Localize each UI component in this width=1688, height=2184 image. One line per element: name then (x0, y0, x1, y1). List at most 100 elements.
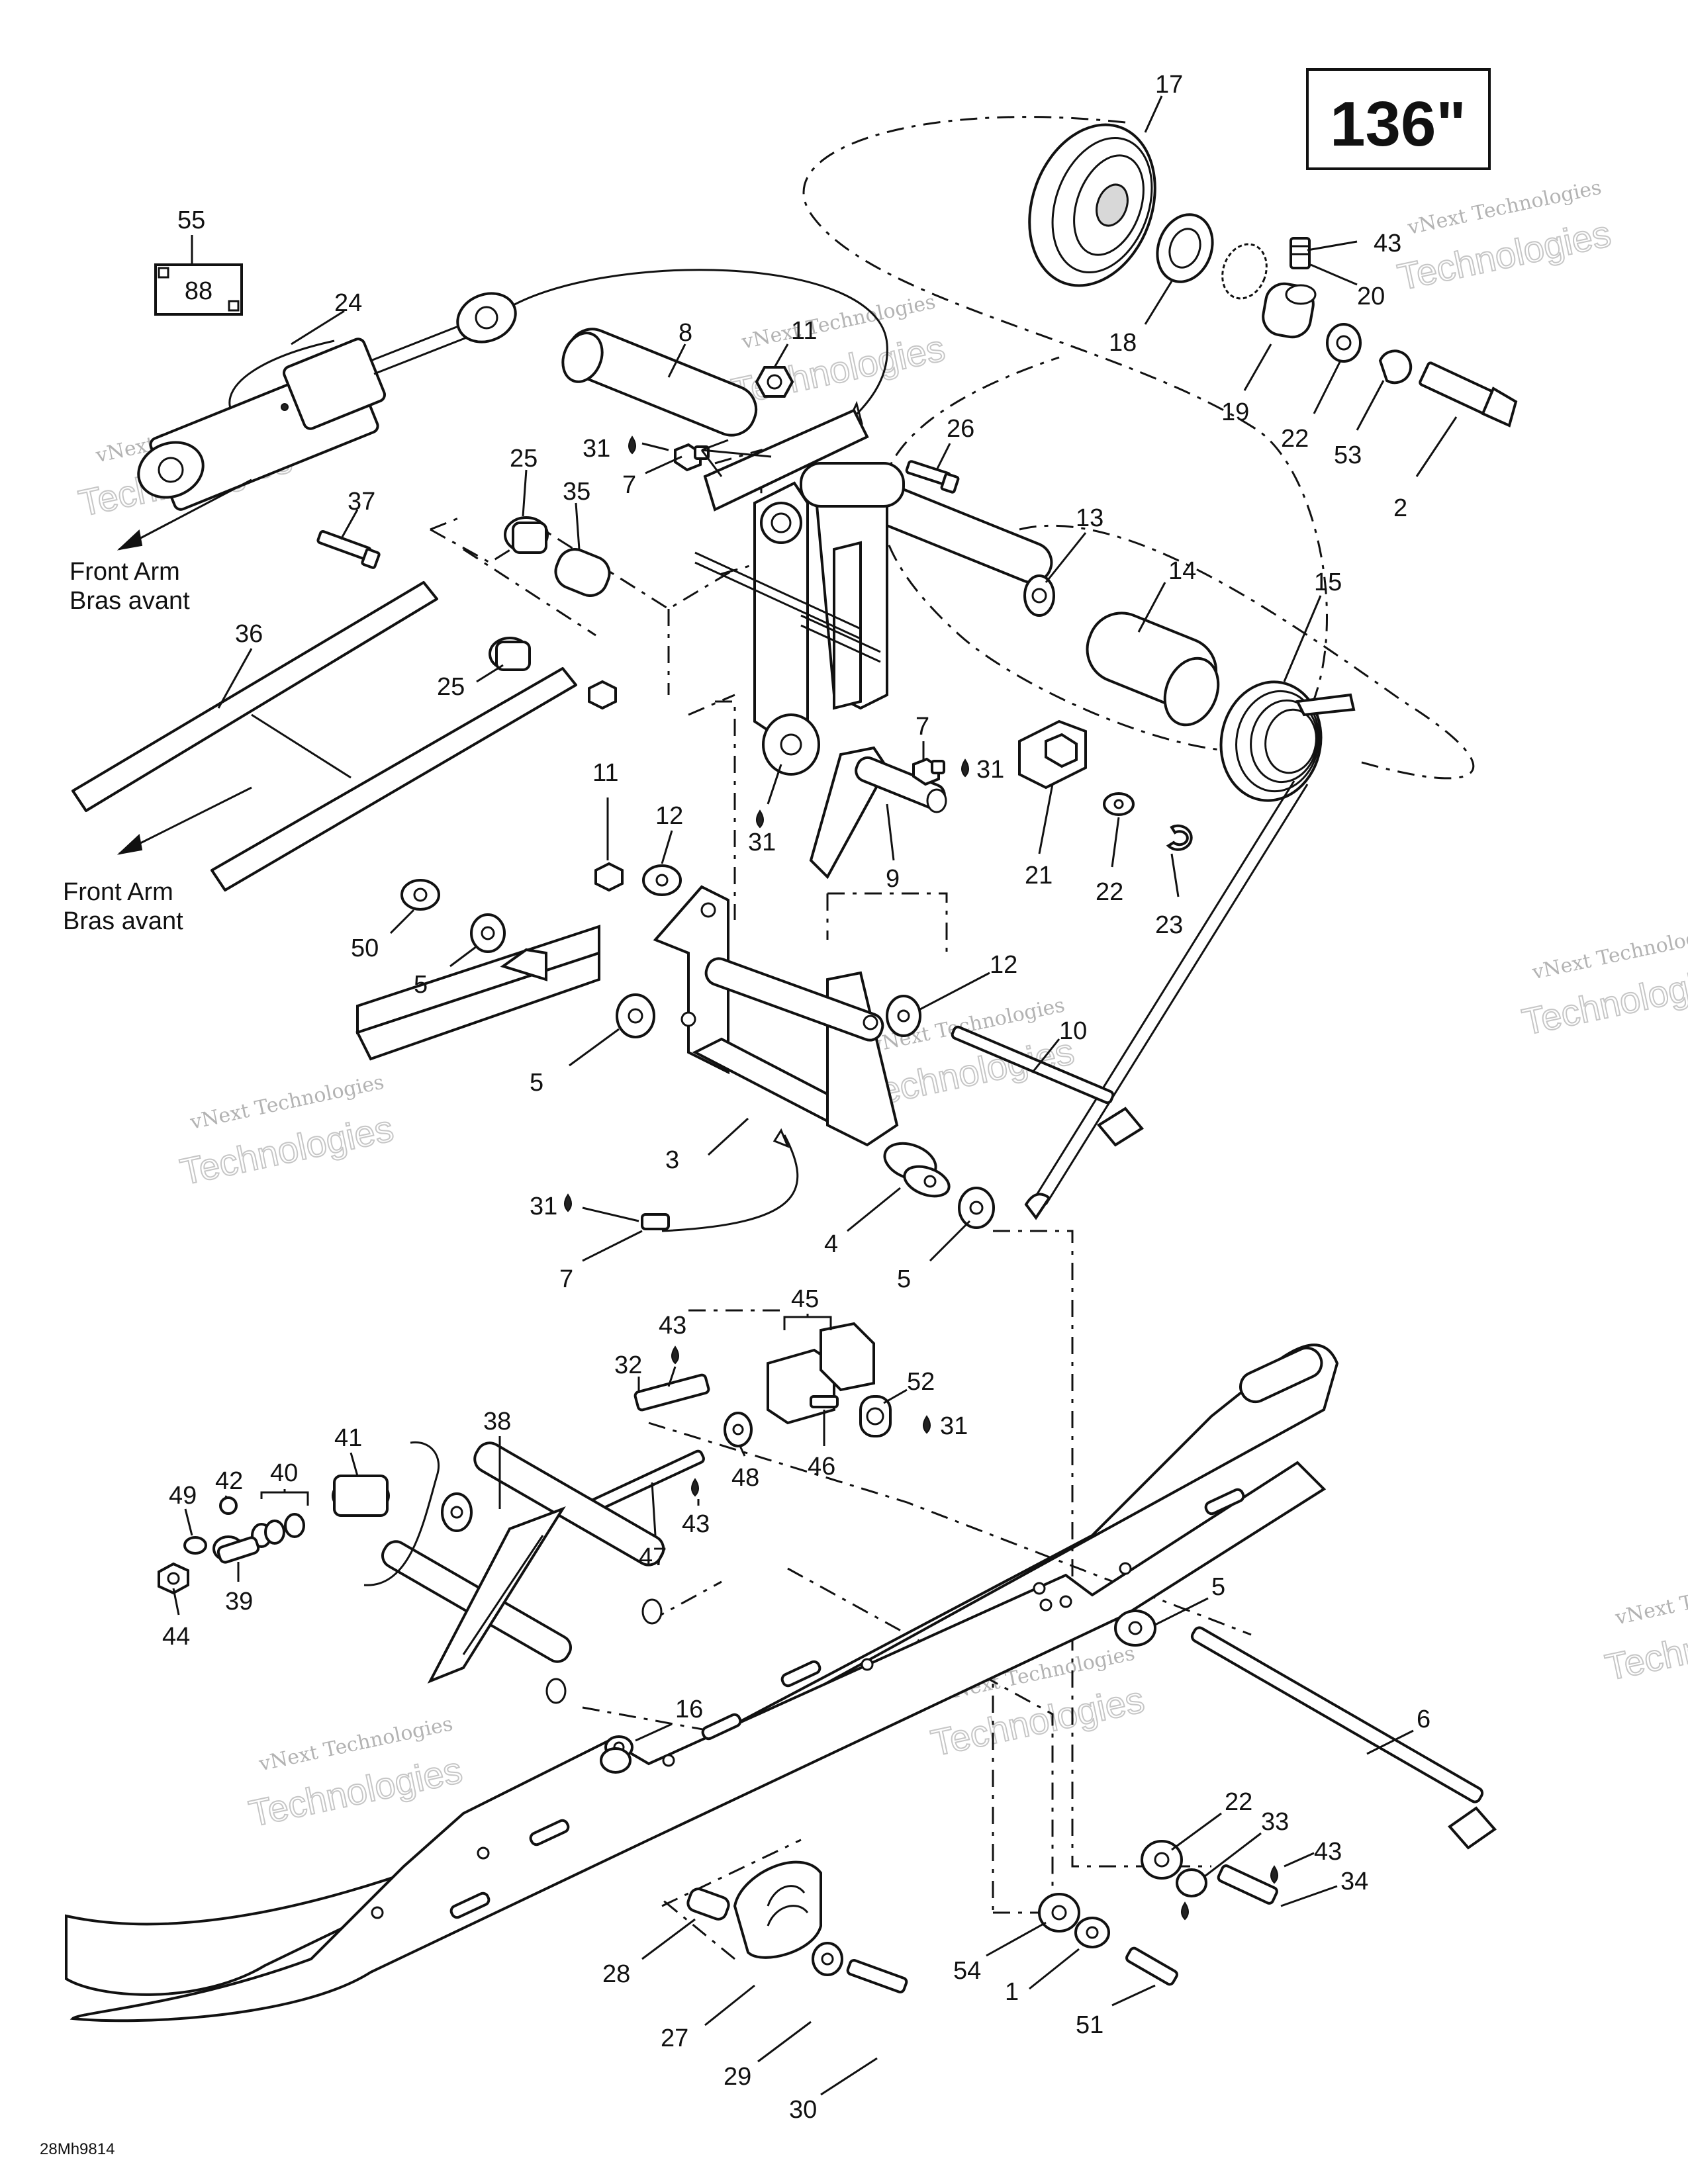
callout-22: 22 (1281, 425, 1309, 453)
callout-48: 48 (731, 1464, 759, 1492)
callout-32: 32 (614, 1351, 642, 1379)
upper-fasteners (674, 366, 960, 786)
callout-30: 30 (789, 2096, 817, 2124)
callout-54: 54 (953, 1957, 981, 1985)
callout-2: 2 (1393, 494, 1407, 522)
front-arm-label-fr: Bras avant (70, 587, 190, 615)
callout-28: 28 (602, 1960, 630, 1988)
callout-50: 50 (351, 934, 379, 962)
callout-12: 12 (655, 802, 683, 830)
upper-arm-frame (694, 408, 947, 880)
watermark-text: vNext Technologies (1613, 1566, 1688, 1629)
callout-52: 52 (907, 1368, 935, 1396)
front-arm-indicator-lower: Front Arm Bras avant (63, 786, 252, 935)
bushings-and-straps (71, 516, 682, 896)
callout-43: 43 (1314, 1838, 1342, 1866)
callout-40: 40 (270, 1459, 298, 1487)
callout-35: 35 (563, 478, 590, 506)
callout-6: 6 (1417, 1706, 1430, 1733)
callout-7: 7 (622, 471, 636, 499)
callout-5: 5 (1211, 1573, 1225, 1601)
front-arm-label-fr: Bras avant (63, 907, 183, 935)
callout-21: 21 (1025, 862, 1053, 889)
front-arm-indicator-upper: Front Arm Bras avant (70, 478, 252, 615)
callout-16: 16 (675, 1696, 703, 1723)
callout-18: 18 (1109, 329, 1137, 357)
callout-47: 47 (639, 1543, 667, 1571)
callout-19: 19 (1221, 398, 1249, 426)
callout-31: 31 (748, 829, 776, 856)
front-arm-label: Front Arm (70, 558, 180, 586)
callout-36: 36 (235, 620, 263, 648)
adjuster-strap-upper (71, 581, 438, 812)
diagram-code: 28Mh9814 (40, 2140, 115, 2158)
rear-pivot-block (586, 1322, 892, 1514)
callout-34: 34 (1340, 1868, 1368, 1895)
callout-44: 44 (162, 1623, 190, 1651)
callout-31: 31 (530, 1193, 557, 1220)
callout-9: 9 (886, 865, 900, 893)
callout-49: 49 (169, 1482, 197, 1510)
callout-29: 29 (724, 2063, 751, 2091)
callout-27: 27 (661, 2025, 688, 2052)
callout-53: 53 (1334, 441, 1362, 469)
decal-55: 88 (154, 263, 243, 316)
adjuster-strap-lower (211, 667, 577, 891)
callout-5: 5 (530, 1069, 543, 1097)
callout-15: 15 (1314, 569, 1342, 596)
callout-17: 17 (1155, 71, 1183, 99)
callout-1: 1 (1005, 1978, 1019, 2006)
callout-41: 41 (334, 1424, 362, 1452)
left-slide-segment (355, 879, 655, 1061)
callout-10: 10 (1059, 1017, 1087, 1045)
stopper-bracket (1018, 719, 1193, 851)
callout-39: 39 (225, 1588, 253, 1615)
callout-7: 7 (915, 713, 929, 741)
callout-23: 23 (1155, 911, 1183, 939)
callout-7: 7 (559, 1265, 573, 1293)
rail-bumper (686, 1860, 908, 1994)
callout-4: 4 (824, 1230, 838, 1258)
callout-38: 38 (483, 1408, 511, 1435)
callout-37: 37 (348, 488, 375, 516)
callout-3: 3 (665, 1146, 679, 1174)
callout-25: 25 (510, 445, 538, 473)
callout-43: 43 (659, 1312, 686, 1340)
callout-11: 11 (791, 317, 817, 345)
size-badge-text: 136" (1330, 89, 1466, 159)
callout-12: 12 (990, 951, 1017, 979)
callout-20: 20 (1357, 283, 1385, 310)
callout-51: 51 (1076, 2011, 1103, 2039)
callout-14: 14 (1168, 557, 1196, 585)
callout-5: 5 (414, 971, 428, 999)
callout-31: 31 (976, 756, 1004, 784)
callout-11: 11 (592, 759, 618, 787)
callout-43: 43 (682, 1510, 710, 1538)
callouts: 17 43 20 18 19 22 53 2 55 24 8 11 (162, 71, 1458, 2124)
rear-arm-bracket (641, 885, 995, 1232)
svg-text:88: 88 (185, 277, 212, 305)
callout-55: 55 (177, 206, 205, 234)
callout-31: 31 (940, 1412, 968, 1440)
callout-26: 26 (947, 415, 974, 443)
torsion-spring (1024, 680, 1356, 1220)
callout-33: 33 (1261, 1808, 1289, 1836)
callout-31: 31 (583, 435, 610, 463)
callout-22: 22 (1225, 1788, 1252, 1816)
callout-42: 42 (215, 1467, 243, 1495)
lower-arm (158, 1441, 665, 1704)
idler-wheel-assembly (1028, 123, 1518, 428)
callout-25: 25 (437, 673, 465, 701)
callout-24: 24 (334, 289, 362, 317)
callout-45: 45 (791, 1285, 819, 1313)
shock-absorber (137, 269, 888, 511)
callout-8: 8 (679, 319, 692, 347)
callout-5: 5 (897, 1265, 911, 1293)
front-arm-label: Front Arm (63, 878, 173, 906)
size-badge: 136" (1306, 68, 1491, 170)
callout-22: 22 (1096, 878, 1123, 906)
slide-rail (65, 1343, 1339, 2023)
bolt-10 (951, 1025, 1145, 1147)
lower-fasteners (600, 1610, 1497, 1986)
